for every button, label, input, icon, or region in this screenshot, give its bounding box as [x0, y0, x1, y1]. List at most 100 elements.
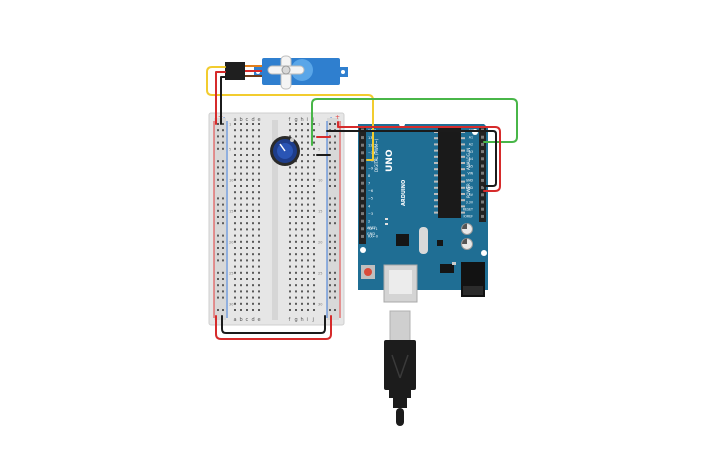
analog-in-label: ANALOG IN: [466, 148, 471, 170]
column-letter: b: [240, 317, 243, 323]
rail-hole: [217, 278, 219, 280]
wire-black-bottom-jumper: [221, 315, 326, 334]
aref-label: AREF: [367, 226, 376, 230]
breadboard-hole: [295, 234, 297, 237]
breadboard-hole: [240, 290, 242, 293]
breadboard-hole: [258, 172, 260, 175]
breadboard-hole: [246, 278, 248, 280]
breadboard-hole: [234, 172, 236, 175]
breadboard-hole: [295, 172, 297, 175]
header-pin: [361, 189, 364, 193]
breadboard-hole: [301, 141, 303, 144]
breadboard-hole: [252, 216, 254, 218]
usb-strain-relief-1: [389, 388, 411, 398]
chip-pin: [434, 149, 438, 152]
breadboard-hole: [258, 278, 260, 280]
column-letter: g: [295, 117, 298, 123]
breadboard-hole: [258, 265, 260, 268]
breadboard-hole: [246, 191, 248, 194]
breadboard-hole: [258, 309, 260, 311]
rail-hole: [334, 160, 336, 163]
breadboard-hole: [295, 278, 297, 280]
header-pin: [481, 207, 484, 211]
breadboard-hole: [252, 191, 254, 194]
header-pin: [361, 219, 364, 223]
usb-strain-relief-2: [393, 398, 407, 408]
rail-hole: [334, 247, 336, 249]
breadboard-hole: [258, 234, 260, 237]
breadboard-hole: [289, 178, 291, 181]
breadboard-hole: [295, 216, 297, 218]
wire-red-5v: [337, 121, 501, 192]
row-number: 15: [318, 209, 322, 213]
rail-hole: [329, 259, 331, 262]
row-number: 5: [229, 147, 231, 151]
breadboard-hole: [240, 135, 242, 138]
breadboard-hole: [313, 296, 315, 299]
rail-hole: [334, 141, 336, 144]
breadboard-hole: [307, 135, 309, 138]
board-brand-label: ARDUINO: [401, 180, 407, 206]
row-number: 10: [318, 178, 322, 182]
breadboard-hole: [258, 290, 260, 293]
breadboard-hole: [258, 240, 260, 243]
rail-hole: [334, 222, 336, 225]
reset-button[interactable]: [364, 268, 372, 276]
column-letter: h: [301, 117, 304, 123]
breadboard-hole: [301, 259, 303, 262]
breadboard-hole: [289, 185, 291, 187]
breadboard-hole: [240, 296, 242, 299]
breadboard-hole: [234, 191, 236, 194]
breadboard-hole: [313, 259, 315, 262]
rail-hole: [222, 247, 224, 249]
row-number: 25: [318, 271, 322, 275]
breadboard-hole: [240, 123, 242, 125]
rail-hole: [217, 309, 219, 311]
rail-hole: [329, 271, 331, 274]
breadboard-hole: [240, 302, 242, 305]
breadboard-hole: [295, 247, 297, 249]
breadboard-hole: [246, 222, 248, 225]
breadboard-hole: [289, 216, 291, 218]
breadboard-hole: [295, 240, 297, 243]
breadboard-hole: [313, 166, 315, 169]
breadboard-hole: [240, 265, 242, 268]
header-pin: [481, 200, 484, 204]
breadboard-hole: [234, 203, 236, 206]
breadboard-hole: [313, 234, 315, 237]
pin-label: RX←0: [368, 235, 378, 239]
breadboard-hole: [295, 296, 297, 299]
breadboard-hole: [295, 185, 297, 187]
rail-hole: [222, 141, 224, 144]
breadboard-hole: [313, 265, 315, 268]
breadboard-hole: [234, 240, 236, 243]
breadboard-hole: [307, 290, 309, 293]
breadboard-hole: [252, 228, 254, 231]
rail-hole: [334, 123, 336, 125]
breadboard-hole: [234, 160, 236, 163]
column-letter: f: [289, 117, 291, 123]
rail-hole: [217, 203, 219, 206]
breadboard-hole: [258, 209, 260, 212]
breadboard-hole: [258, 259, 260, 262]
breadboard-hole: [240, 166, 242, 169]
breadboard-hole: [295, 259, 297, 262]
breadboard-hole: [295, 290, 297, 293]
header-pin: [361, 151, 364, 155]
breadboard-hole: [301, 166, 303, 169]
breadboard-hole: [234, 147, 236, 150]
wire-black-gnd-top: [326, 130, 497, 187]
breadboard-hole: [307, 222, 309, 225]
servo-connector: [225, 62, 245, 80]
rail-hole: [329, 278, 331, 280]
chip-pin: [434, 155, 438, 158]
breadboard-hole: [258, 123, 260, 125]
rail-hole: [334, 259, 336, 262]
rail-hole: [329, 185, 331, 187]
breadboard-hole: [301, 178, 303, 181]
mount-hole-3: [360, 247, 366, 253]
capacitor-1-mark: [461, 223, 467, 229]
potentiometer[interactable]: [270, 136, 300, 166]
